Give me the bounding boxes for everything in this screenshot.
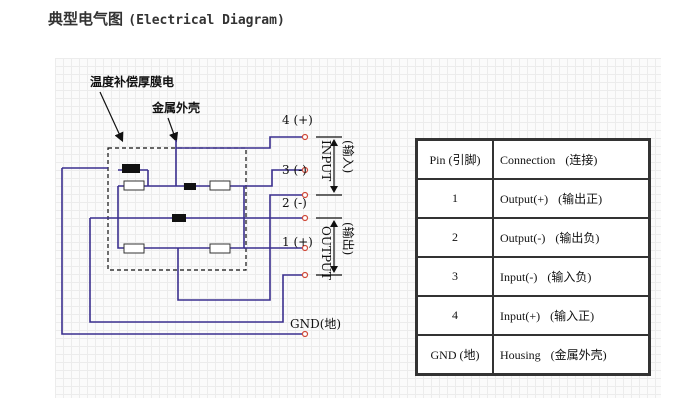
resistors (123, 180, 231, 254)
pin-2-label: 2 (-) (282, 196, 307, 210)
row-pin: GND (地) (415, 334, 494, 376)
row-connection: Input(+) (输入正) (492, 295, 651, 336)
table-row: 4 Input(+) (输入正) (415, 295, 651, 336)
header-connection: Connection (连接) (492, 138, 651, 180)
output-group-en: OUTPUT (319, 226, 333, 280)
thick-film-arrow (99, 91, 124, 143)
row-connection: Output(-) (输出负) (492, 217, 651, 258)
table-row: GND (地) Housing (金属外壳) (415, 334, 651, 376)
row-connection-en: Input(+) (500, 309, 541, 323)
table-row: 2 Output(-) (输出负) (415, 217, 651, 258)
pin-3-label: 3 (-) (282, 163, 307, 177)
header-connection-en: Connection (500, 153, 556, 167)
thick-film-label: 温度补偿厚膜电 (90, 74, 174, 89)
title-en: (Electrical Diagram) (128, 13, 285, 28)
row-pin: 2 (415, 217, 494, 258)
row-pin: 4 (415, 295, 494, 336)
header-connection-cn: (连接) (565, 153, 598, 167)
row-pin: 3 (415, 256, 494, 297)
gnd-label: GND(地) (290, 317, 341, 331)
circuit-wires (61, 136, 303, 335)
row-connection-cn: (输入正) (550, 309, 595, 323)
row-connection-en: Input(-) (500, 270, 538, 284)
row-connection-en: Output(+) (500, 192, 549, 206)
row-connection-cn: (输出正) (558, 192, 603, 206)
title-cn: 典型电气图 (48, 10, 124, 28)
housing-box (107, 147, 247, 271)
thermistor-components (122, 164, 196, 222)
housing-arrow (167, 117, 179, 143)
row-connection: Housing (金属外壳) (492, 334, 651, 376)
row-connection-cn: (输入负) (547, 270, 592, 284)
page-title: 典型电气图 (Electrical Diagram) (48, 8, 285, 29)
housing-label: 金属外壳 (151, 100, 200, 115)
table-header-row: Pin (引脚) Connection (连接) (415, 138, 651, 180)
pin-table: Pin (引脚) Connection (连接) 1 Output(+) (输出正)… (415, 138, 651, 376)
pin-terminals (301, 133, 309, 338)
row-connection-en: Housing (500, 348, 541, 362)
header-pin: Pin (引脚) (415, 138, 494, 180)
row-pin: 1 (415, 178, 494, 219)
input-group-en: INPUT (319, 140, 333, 181)
pin-4-label: 4 (+) (282, 113, 313, 127)
table-row: 1 Output(+) (输出正) (415, 178, 651, 219)
pin-1-label: 1 (+) (282, 235, 313, 249)
row-connection-cn: (输出负) (555, 231, 600, 245)
row-connection: Input(-) (输入负) (492, 256, 651, 297)
table-row: 3 Input(-) (输入负) (415, 256, 651, 297)
output-bracket (316, 217, 342, 276)
input-bracket (316, 136, 342, 196)
row-connection-cn: (金属外壳) (550, 348, 607, 362)
row-connection: Output(+) (输出正) (492, 178, 651, 219)
input-group-cn: (输入) (341, 140, 356, 173)
row-connection-en: Output(-) (500, 231, 546, 245)
output-group-cn: (输出) (341, 222, 356, 255)
